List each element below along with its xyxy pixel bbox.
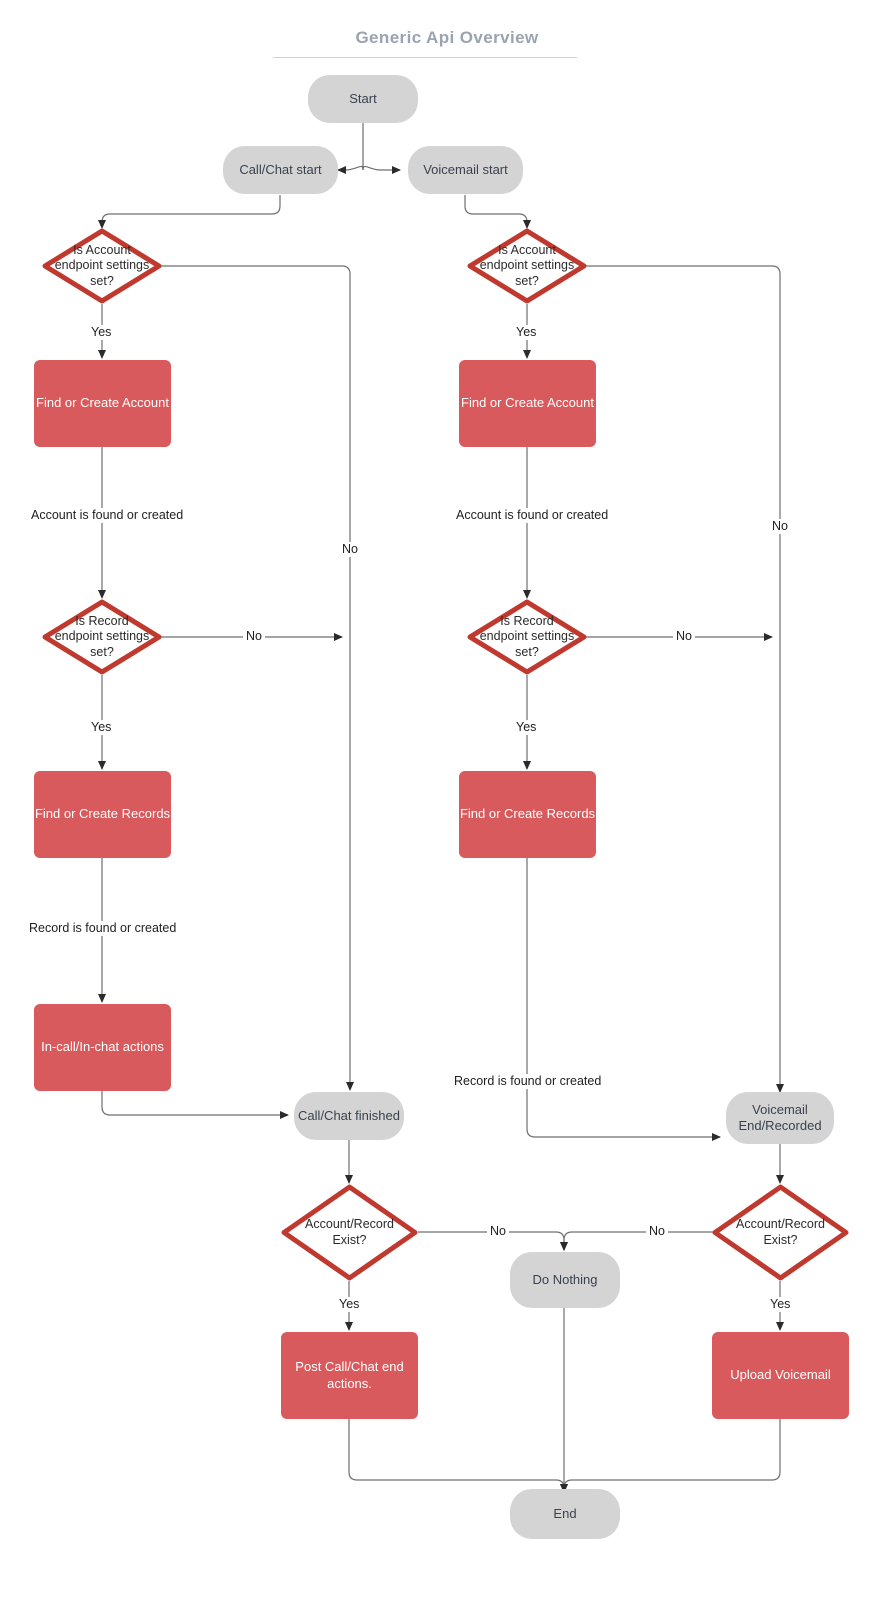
node-do-nothing[interactable]: Do Nothing xyxy=(510,1252,620,1308)
edge-label-no-record-right: No xyxy=(673,629,695,644)
edge-records-to-voicemail-end xyxy=(526,858,721,1141)
edge-label-account-found-right: Account is found or created xyxy=(453,508,612,523)
node-upload-voicemail[interactable]: Upload Voicemail xyxy=(712,1332,849,1419)
node-in-call-actions-label: In-call/In-chat actions xyxy=(41,1039,164,1055)
edge-voicemail-to-account-dec xyxy=(464,195,531,229)
node-account-decision-right-label: Is Account endpoint settings set? xyxy=(479,242,575,288)
edge-label-no-exist-right: No xyxy=(646,1224,668,1239)
title-divider xyxy=(273,57,577,58)
edge-label-no-exist-left: No xyxy=(487,1224,509,1239)
node-account-decision-left-label: Is Account endpoint settings set? xyxy=(54,242,150,288)
edge-account-no-left xyxy=(157,265,354,1091)
node-voicemail-end[interactable]: Voicemail End/Recorded xyxy=(726,1092,834,1144)
node-end-label: End xyxy=(553,1505,577,1521)
node-find-create-account-right[interactable]: Find or Create Account xyxy=(459,360,596,447)
diamond-icon xyxy=(281,1184,418,1281)
edge-label-account-found-left: Account is found or created xyxy=(28,508,187,523)
edge-account-no-right xyxy=(582,265,784,1093)
node-account-decision-left[interactable]: Is Account endpoint settings set? xyxy=(42,228,162,304)
node-record-decision-left-label: Is Record endpoint settings set? xyxy=(54,613,150,659)
edge-label-record-found-right: Record is found or created xyxy=(451,1074,605,1089)
node-find-create-records-left-label: Find or Create Records xyxy=(34,806,171,822)
diamond-icon xyxy=(467,228,587,304)
edge-label-yes-exist-left: Yes xyxy=(336,1297,363,1312)
node-call-chat-finished-label: Call/Chat finished xyxy=(298,1107,400,1123)
node-call-chat-start-label: Call/Chat start xyxy=(239,161,322,177)
node-start[interactable]: Start xyxy=(308,75,418,123)
edge-start-to-voicemail xyxy=(362,165,401,174)
node-end[interactable]: End xyxy=(510,1489,620,1539)
node-find-create-records-right-label: Find or Create Records xyxy=(459,806,596,822)
diamond-icon xyxy=(712,1184,849,1281)
diagram-title-wrap: Generic Api Overview xyxy=(0,28,894,48)
node-voicemail-end-label: Voicemail End/Recorded xyxy=(738,1101,822,1133)
node-find-create-records-right[interactable]: Find or Create Records xyxy=(459,771,596,858)
edge-label-no-record-left: No xyxy=(243,629,265,644)
node-find-create-account-right-label: Find or Create Account xyxy=(461,395,594,411)
edge-label-yes-record-right: Yes xyxy=(513,720,540,735)
diamond-icon xyxy=(467,599,587,675)
edge-exist-no-right xyxy=(560,1231,722,1251)
edge-label-yes-account-left: Yes xyxy=(88,325,115,340)
node-call-chat-finished[interactable]: Call/Chat finished xyxy=(294,1092,404,1140)
node-record-decision-right-label: Is Record endpoint settings set? xyxy=(479,613,575,659)
edge-callchat-to-account-dec xyxy=(98,195,281,229)
node-start-label: Start xyxy=(349,90,377,106)
node-exist-decision-right-label: Account/Record Exist? xyxy=(736,1216,825,1247)
node-call-chat-start[interactable]: Call/Chat start xyxy=(223,146,338,194)
node-exist-decision-right[interactable]: Account/Record Exist? xyxy=(712,1184,849,1281)
edge-label-yes-record-left: Yes xyxy=(88,720,115,735)
node-find-create-account-left-label: Find or Create Account xyxy=(36,395,169,411)
diamond-icon xyxy=(42,599,162,675)
edge-label-yes-exist-right: Yes xyxy=(767,1297,794,1312)
node-post-call-actions[interactable]: Post Call/Chat end actions. xyxy=(281,1332,418,1419)
diamond-icon xyxy=(42,228,162,304)
node-exist-decision-left-label: Account/Record Exist? xyxy=(305,1216,394,1247)
node-voicemail-start-label: Voicemail start xyxy=(423,161,508,177)
edge-upload-to-end xyxy=(560,1419,781,1493)
node-voicemail-start[interactable]: Voicemail start xyxy=(408,146,523,194)
edge-label-no-account-right: No xyxy=(769,519,791,534)
edge-label-record-found-left: Record is found or created xyxy=(26,921,180,936)
edge-label-yes-account-right: Yes xyxy=(513,325,540,340)
edge-incall-to-finished xyxy=(101,1091,289,1119)
node-upload-voicemail-label: Upload Voicemail xyxy=(730,1367,831,1383)
node-exist-decision-left[interactable]: Account/Record Exist? xyxy=(281,1184,418,1281)
node-account-decision-right[interactable]: Is Account endpoint settings set? xyxy=(467,228,587,304)
node-record-decision-right[interactable]: Is Record endpoint settings set? xyxy=(467,599,587,675)
edge-label-no-account-left: No xyxy=(339,542,361,557)
node-record-decision-left[interactable]: Is Record endpoint settings set? xyxy=(42,599,162,675)
node-find-create-account-left[interactable]: Find or Create Account xyxy=(34,360,171,447)
node-post-call-actions-label: Post Call/Chat end actions. xyxy=(295,1359,404,1391)
edge-postcall-to-end xyxy=(348,1419,568,1493)
node-do-nothing-label: Do Nothing xyxy=(532,1271,598,1287)
node-find-create-records-left[interactable]: Find or Create Records xyxy=(34,771,171,858)
edge-start-to-callchat xyxy=(337,165,364,174)
node-in-call-actions[interactable]: In-call/In-chat actions xyxy=(34,1004,171,1091)
page-title: Generic Api Overview xyxy=(355,28,539,47)
